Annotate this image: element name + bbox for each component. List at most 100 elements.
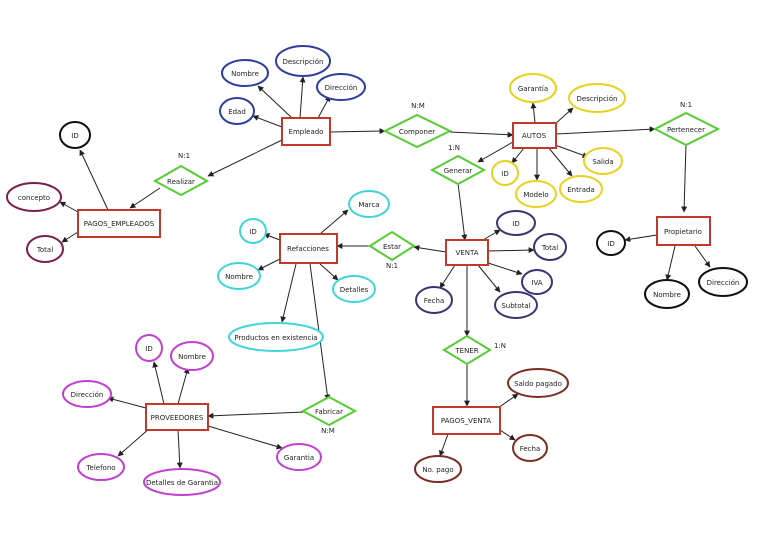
attr-proveedores-direccion-label: Dirección <box>71 391 104 399</box>
cardinality-realizar: N:1 <box>178 152 190 160</box>
edge-empleado-direccion <box>317 95 331 119</box>
attr-venta-iva[interactable]: IVA <box>521 269 553 295</box>
relationship-tener[interactable]: TENER <box>442 334 492 366</box>
edge-prov-telefono <box>117 427 151 457</box>
entity-pagos-empleados[interactable]: PAGOS_EMPLEADOS <box>77 209 161 238</box>
relationship-generar[interactable]: Generar <box>429 154 487 186</box>
entity-pagos-venta-label: PAGOS_VENTA <box>441 417 491 425</box>
attr-venta-id-label: ID <box>512 220 519 228</box>
entity-empleado[interactable]: Empleado <box>281 117 331 146</box>
relationship-fabricar-label: Fabricar <box>315 408 343 416</box>
attr-venta-fecha[interactable]: Fecha <box>415 286 453 314</box>
attr-refacciones-nombre-label: Nombre <box>225 273 253 281</box>
attr-venta-id[interactable]: ID <box>496 210 536 236</box>
attr-refacciones-nombre[interactable]: Nombre <box>217 262 261 290</box>
edge-prop-nombre <box>665 245 676 281</box>
edge-pv-nopago <box>439 433 449 457</box>
edge-autos-salida <box>554 144 589 158</box>
attr-empleado-edad[interactable]: Edad <box>219 97 255 125</box>
attr-refacciones-existencia[interactable]: Productos en existencia <box>228 322 324 352</box>
attr-refacciones-id[interactable]: ID <box>239 218 267 244</box>
relationship-realizar[interactable]: Realizar <box>152 164 210 197</box>
attr-venta-iva-label: IVA <box>531 279 542 287</box>
attr-empleado-nombre[interactable]: Nombre <box>221 59 269 87</box>
entity-venta-label: VENTA <box>456 249 479 257</box>
attr-refacciones-detalles-label: Detalles <box>340 286 369 294</box>
edge-autos-garantia <box>530 102 537 124</box>
entity-pagos-venta[interactable]: PAGOS_VENTA <box>432 406 501 435</box>
entity-propietario[interactable]: Propietario <box>656 216 711 246</box>
relationship-componer[interactable]: Componer <box>382 113 453 149</box>
entity-proveedores[interactable]: PROVEEDORES <box>145 403 209 431</box>
attr-autos-descripcion[interactable]: Descripción <box>568 83 626 113</box>
entity-venta[interactable]: VENTA <box>445 239 489 266</box>
attr-pagos-venta-fecha-label: Fecha <box>520 445 541 453</box>
attr-pagos-venta-nopago[interactable]: No. pago <box>414 455 462 483</box>
relationship-tener-label: TENER <box>454 347 478 355</box>
attr-proveedores-direccion[interactable]: Dirección <box>62 380 112 408</box>
edge-autos-descripcion <box>554 107 574 125</box>
attr-propietario-nombre[interactable]: Nombre <box>644 279 690 309</box>
attr-propietario-nombre-label: Nombre <box>653 291 681 299</box>
attr-empleado-direccion[interactable]: Dirección <box>316 73 366 101</box>
attr-proveedores-telefono[interactable]: Telefono <box>77 453 125 481</box>
attr-proveedores-garantia[interactable]: Garantia <box>276 443 322 471</box>
relationship-realizar-label: Realizar <box>167 178 195 186</box>
relationship-fabricar[interactable]: Fabricar <box>300 395 358 427</box>
relationship-pertenecer[interactable]: Pertenecer <box>652 111 721 147</box>
attr-autos-entrada[interactable]: Entrada <box>559 175 603 203</box>
attr-pagos-emp-concepto[interactable]: concepto <box>6 182 62 212</box>
attr-pagos-venta-nopago-label: No. pago <box>422 466 453 474</box>
entity-empleado-label: Empleado <box>289 128 324 136</box>
attr-pagos-emp-total-label: Total <box>36 246 53 254</box>
edge-pv-fecha <box>499 429 516 441</box>
attr-propietario-id[interactable]: ID <box>596 230 626 256</box>
edge-empleado-realizar <box>207 139 283 177</box>
attr-proveedores-nombre[interactable]: Nombre <box>170 341 214 371</box>
edge-prov-detalles <box>176 429 183 469</box>
attr-autos-id[interactable]: ID <box>491 160 519 186</box>
attr-refacciones-detalles[interactable]: Detalles <box>332 275 376 303</box>
edge-venta-fecha <box>439 264 456 289</box>
attr-venta-total[interactable]: Total <box>533 233 567 261</box>
entity-refacciones[interactable]: Refacciones <box>279 233 338 264</box>
relationship-estar[interactable]: Estar <box>368 230 416 262</box>
attr-refacciones-marca[interactable]: Marca <box>348 190 390 218</box>
attr-pagos-emp-id[interactable]: ID <box>59 121 91 149</box>
attr-refacciones-marca-label: Marca <box>358 201 379 209</box>
attr-venta-subtotal[interactable]: Subtotal <box>494 291 538 319</box>
attr-venta-subtotal-label: Subtotal <box>501 302 530 310</box>
edge-pertenecer-propietario <box>681 143 688 213</box>
attr-pagos-venta-fecha[interactable]: Fecha <box>512 434 548 462</box>
edge-venta-id <box>482 229 501 241</box>
edge-prop-id <box>624 234 658 243</box>
attr-empleado-descripcion[interactable]: Descripción <box>275 45 331 77</box>
edge-realizar-pagos <box>129 187 161 209</box>
edge-venta-iva <box>484 261 523 276</box>
edge-prov-id <box>152 361 165 405</box>
edge-pagos-concepto <box>59 201 79 213</box>
edge-venta-subtotal <box>477 264 501 293</box>
cardinality-tener: 1:N <box>494 342 506 350</box>
attr-propietario-direccion[interactable]: Dirección <box>698 267 748 297</box>
attr-proveedores-nombre-label: Nombre <box>178 353 206 361</box>
attr-pagos-emp-id-label: ID <box>71 132 78 140</box>
attr-autos-modelo[interactable]: Modelo <box>515 180 557 208</box>
attr-pagos-emp-total[interactable]: Total <box>26 235 64 263</box>
attr-pagos-venta-saldo[interactable]: Saldo pagado <box>507 368 569 398</box>
entity-proveedores-label: PROVEEDORES <box>151 414 204 422</box>
attr-propietario-direccion-label: Dirección <box>707 279 740 287</box>
cardinality-estar: N:1 <box>386 262 398 270</box>
edge-prop-direccion <box>694 245 711 268</box>
attr-autos-garantia[interactable]: Garantía <box>509 73 557 103</box>
attr-proveedores-telefono-label: Telefono <box>85 464 115 472</box>
attr-proveedores-id[interactable]: ID <box>135 334 163 362</box>
attr-autos-salida[interactable]: Salida <box>583 147 623 175</box>
edge-empleado-nombre <box>257 85 293 119</box>
entity-autos[interactable]: AUTOS <box>512 122 557 149</box>
relationship-pertenecer-label: Pertenecer <box>667 126 705 134</box>
attr-proveedores-detalles-garantia[interactable]: Detalles de Garantia <box>143 468 221 496</box>
attr-proveedores-detalles-garantia-label: Detalles de Garantia <box>146 479 218 487</box>
edge-ref-detalles <box>319 263 339 281</box>
